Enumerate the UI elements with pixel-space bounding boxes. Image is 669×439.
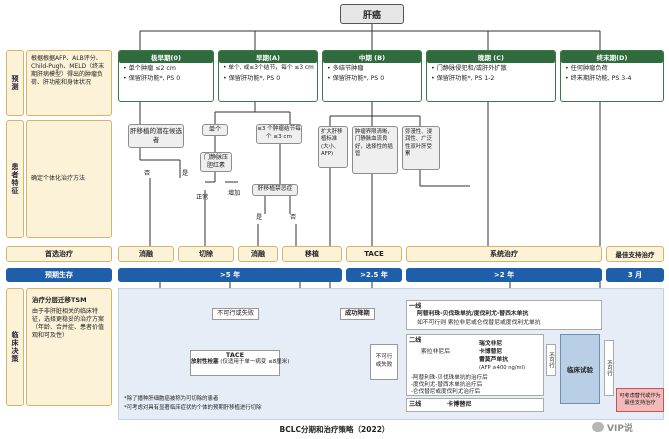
left-label-clinical: 临床决策 (6, 288, 24, 406)
label-yes-1: 是 (182, 170, 189, 177)
stage-advanced-line1: • 门静脉侵犯和/或肝外扩散 (431, 65, 507, 72)
cabozantinib: 卡博替尼 (479, 349, 503, 355)
stage-early: 早期(A) • 单个, 或≤3个结节，每个 ≤3 cm • 保留肝功能*, PS… (218, 50, 318, 102)
label-yes-2: 是 (256, 214, 263, 221)
ramucirumab: 雷莫芦单抗 (479, 357, 508, 363)
stage-advanced-title: 晚期 (C) (427, 51, 555, 63)
le3-nodules-node: ≤3 个肿瘤结节每个 ≤3 cm (256, 124, 302, 144)
clinical-desc: 治疗分层迁移TSM 由于非肝脏相关的临床特征，选择更稳妥的治疗方案（年龄、合并症… (26, 288, 112, 406)
diffuse-node: 弥漫性、浸润性、广泛性双叶肝受累 (402, 126, 440, 170)
not-feasible-v-2: 不可行 (604, 340, 614, 396)
label-no-2: 否 (290, 214, 297, 221)
success-downstage-box: 成功降期 (340, 308, 375, 321)
tx-transplant: 移植 (282, 246, 342, 262)
stage-very-early: 极早期(0) • 单个肿瘤 ≤2 cm • 保留肝功能*, PS 0 (118, 50, 214, 102)
second-line-box: 二线 索拉非尼后 瑞戈非尼 卡博替尼 雷莫芦单抗 (AFP ≥400 ng/ml… (406, 334, 544, 396)
other-line-1: -阿替利珠-贝伐珠单抗的治疗后 (411, 375, 488, 381)
wechat-icon (592, 422, 604, 432)
stage-terminal-title: 终末期(D) (561, 51, 663, 63)
root-title: 肝癌 (362, 10, 381, 21)
tx-tace: TACE (346, 246, 402, 262)
tx-systemic: 系统治疗 (406, 246, 602, 262)
first-line-drugs: 阿替利珠-贝伐珠单抗/度伐利尤-替西木单抗 (417, 311, 529, 317)
third-line-box: 三线 卡博替尼 (406, 398, 544, 412)
stage-early-line1: • 单个, 或≤3个结节，每个 ≤3 cm (223, 65, 314, 71)
footnote-1: *除了播种肝细胞癌被称为可切除的患者 (124, 396, 219, 402)
bsc-alt-box: 可考虑替代或作为 最佳支持治疗 (616, 388, 664, 412)
other-line-3: -仑伐替尼或度伐利尤治疗后 (411, 389, 481, 395)
portal-pressure-node: 门静脉压 胆红素 (200, 152, 232, 172)
label-increase: 增加 (228, 190, 241, 197)
tace-radio-box: TACE 放射性栓塞 (仅适用于单一病变 ≤8厘米) (190, 350, 289, 376)
ramucirumab-note: (AFP ≥400 ng/ml) (479, 365, 526, 371)
survival-3m: 3 月 (606, 268, 664, 282)
first-line-alt: 如不可行则 索拉非尼或仑伐替尼或度伐利尤单抗 (417, 320, 541, 326)
tx-resection: 切除 (178, 246, 234, 262)
survival-2y: >2 年 (406, 268, 602, 282)
label-normal: 正常 (196, 194, 209, 201)
tx-ablation-2: 消融 (238, 246, 278, 262)
clinical-body: 由于非肝脏相关的临床特征，选择更稳妥的治疗方案（年龄、合并症、患者价值观和可及性… (32, 308, 105, 340)
wechat-watermark: VIP说 (592, 418, 664, 436)
stage-terminal: 终末期(D) • 任何肿瘤负荷 • 终末期肝功能, PS 3-4 (560, 50, 664, 102)
stage-intermediate-title: 中期 (B) (323, 51, 421, 63)
sorafenib-after-label: 索拉非尼后 (421, 349, 450, 355)
radio-label: 放射性栓塞 (191, 359, 219, 366)
label-no-1: 否 (144, 170, 151, 177)
well-defined-node: 肿瘤界限清晰，门静脉血流良好，选择性的插管 (352, 126, 398, 174)
stage-advanced-line2: • 保留肝功能*, PS 1-2 (431, 75, 495, 82)
transplant-contra-node: 肝移植禁忌症 (252, 184, 298, 196)
other-line-2: -度伐利尤-替西木单抗治疗后 (411, 382, 483, 388)
second-line-label: 二线 (409, 337, 422, 344)
left-label-survival: 预期生存 (6, 268, 112, 282)
third-line-label: 三线 (409, 401, 422, 408)
survival-2-5y: >2.5 年 (346, 268, 402, 282)
stage-very-early-title: 极早期(0) (119, 51, 213, 63)
tx-bsc: 最佳支持治疗 (606, 246, 664, 262)
caption: BCLC分期和治疗策略（2022） (279, 425, 390, 434)
left-label-prognosis: 预测 (6, 50, 24, 116)
not-feasible-v-1: 不可行 (546, 344, 556, 376)
radio-note: (仅适用于单一病变 ≤8厘米) (220, 359, 290, 366)
stage-terminal-line1: • 任何肿瘤负荷 (565, 65, 608, 72)
left-label-treatment: 首选治疗 (6, 246, 112, 262)
stage-very-early-line1: • 单个肿瘤 ≤2 cm (123, 65, 176, 72)
first-line-box: 一线 阿替利珠-贝伐珠单抗/度伐利尤-替西木单抗 如不可行则 索拉非尼或仑伐替尼… (406, 300, 602, 330)
patient-desc: 确定个体化治疗方法 (26, 120, 112, 238)
root-node: 肝癌 (340, 4, 404, 24)
left-label-patient: 患者特征 (6, 120, 24, 238)
stage-early-title: 早期(A) (219, 51, 317, 63)
not-feasible-box-1: 不可行或失败 (212, 308, 260, 321)
stage-terminal-line2: • 终末期肝功能, PS 3-4 (565, 75, 632, 82)
stage-very-early-line2: • 保留肝功能*, PS 0 (123, 75, 181, 82)
regorafenib: 瑞戈非尼 (479, 341, 503, 347)
stage-intermediate: 中期 (B) • 多结节肿瘤 • 保留肝功能*, PS 0 (322, 50, 422, 102)
single-node: 单个 (202, 124, 228, 136)
prognosis-desc: 根据根据AFP、ALB评分、Child-Pugh、MELD（终末期肝病模型）得出… (26, 50, 112, 116)
stage-advanced: 晚期 (C) • 门静脉侵犯和/或肝外扩散 • 保留肝功能*, PS 1-2 (426, 50, 556, 102)
clinical-title: 治疗分层迁移TSM (32, 296, 87, 304)
tace-radio-title: TACE (225, 351, 245, 359)
stage-early-line2: • 保留肝功能*, PS 0 (223, 75, 281, 82)
not-feasible-box-2: 不可行或失败 (370, 344, 398, 380)
clinical-trial-box: 临床试验 (560, 334, 600, 404)
footnote-2: *可考虑对具有显著临床症状的个体的预期肝移植进行切除 (124, 405, 262, 411)
stage-intermediate-line1: • 多结节肿瘤 (327, 65, 364, 72)
stage-intermediate-line2: • 保留肝功能*, PS 0 (327, 75, 385, 82)
transplant-candidate-node: 肝移植的潜在候选者 (128, 124, 184, 148)
tx-ablation-1: 消融 (118, 246, 174, 262)
third-line-drug: 卡博替尼 (447, 401, 472, 408)
survival-5y: >5 年 (118, 268, 342, 282)
expanded-criteria-node: 扩大肝移植标准 (大小、AFP) (318, 126, 348, 168)
first-line-label: 一线 (409, 303, 422, 310)
